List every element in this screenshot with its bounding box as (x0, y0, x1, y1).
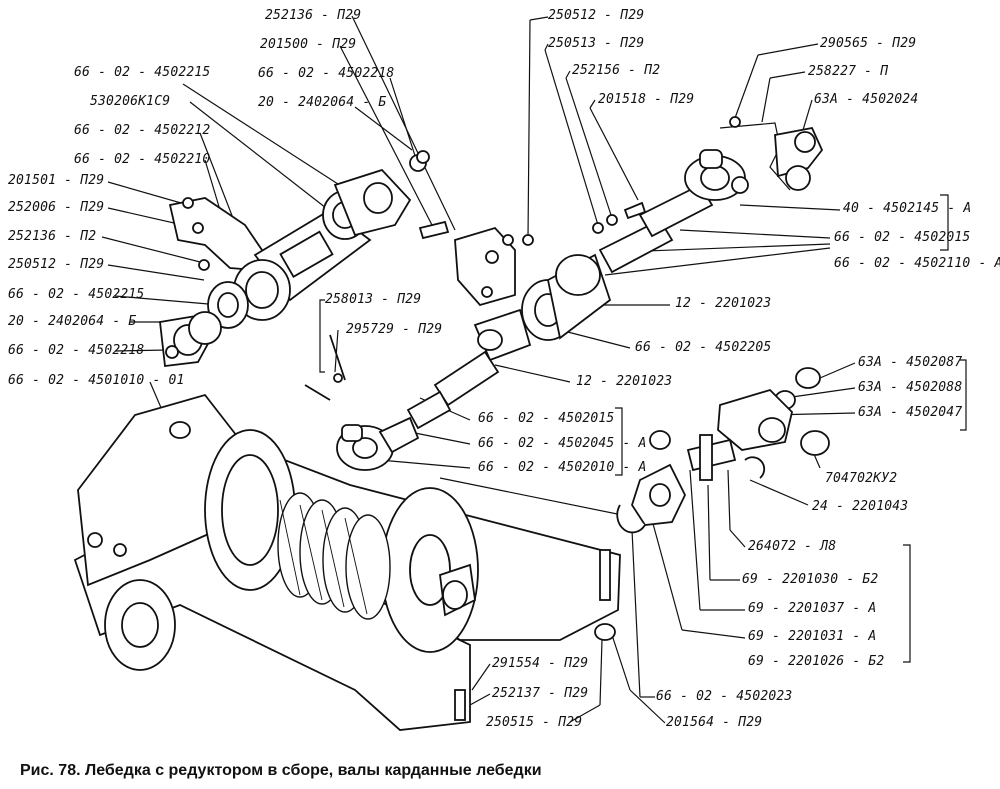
part-label: 40 - 4502145 - А (843, 201, 972, 216)
part-label: 66 - 02 - 4502218 (8, 343, 145, 358)
figure-caption: Рис. 78. Лебедка с редуктором в сборе, в… (20, 762, 542, 779)
part-label: 252136 - П2 (8, 229, 97, 244)
part-label: 66 - 02 - 4502212 (74, 123, 211, 138)
part-label: 252137 - П29 (492, 686, 589, 701)
part-label: 66 - 02 - 4502205 (635, 340, 772, 355)
part-label: 252136 - П29 (265, 8, 362, 23)
part-label: 66 - 02 - 4502218 (258, 66, 395, 81)
part-label: 66 - 02 - 4502215 (8, 287, 145, 302)
part-label: 291554 - П29 (492, 656, 589, 671)
part-label: 250515 - П29 (486, 715, 583, 730)
part-label: 201564 - П29 (666, 715, 763, 730)
part-label: 63А - 4502047 (858, 405, 963, 420)
part-label: 12 - 2201023 (576, 374, 673, 389)
part-label: 530206К1С9 (90, 94, 171, 109)
part-label: 66 - 02 - 4502110 - А (834, 256, 1000, 271)
part-label: 63А - 4502087 (858, 355, 963, 370)
part-label: 66 - 02 - 4502023 (656, 689, 793, 704)
part-label: 20 - 2402064 - Б (8, 314, 137, 329)
part-label: 704702КУ2 (825, 471, 898, 486)
part-label: 66 - 02 - 4502015 (834, 230, 971, 245)
part-label: 258013 - П29 (325, 292, 422, 307)
part-label: 12 - 2201023 (675, 296, 772, 311)
winch-assembly (73, 393, 621, 731)
part-label: 20 - 2402064 - Б (258, 95, 387, 110)
part-label: 201501 - П29 (8, 173, 105, 188)
part-label: 69 - 2201030 - Б2 (742, 572, 879, 587)
part-label: 252156 - П2 (572, 63, 661, 78)
lower-cardan-shaft (304, 334, 500, 471)
part-label: 66 - 02 - 4502010 - А (478, 460, 647, 475)
universal-joint-parts (616, 367, 830, 534)
part-label: 63А - 4502024 (814, 92, 919, 107)
part-label: 250512 - П29 (8, 257, 105, 272)
part-label: 66 - 02 - 4501010 - 01 (8, 373, 185, 388)
part-label: 66 - 02 - 4502015 (478, 411, 615, 426)
part-label: 201500 - П29 (260, 37, 357, 52)
part-label: 258227 - П (808, 64, 889, 79)
part-label: 66 - 02 - 4502045 - А (478, 436, 647, 451)
part-label: 264072 - Л8 (748, 539, 837, 554)
part-label: 250513 - П29 (548, 36, 645, 51)
part-label: 290565 - П29 (820, 36, 917, 51)
part-label: 69 - 2201037 - А (748, 601, 877, 616)
part-label: 63А - 4502088 (858, 380, 963, 395)
part-label: 66 - 02 - 4502210 (74, 152, 211, 167)
part-label: 252006 - П29 (8, 200, 105, 215)
part-label: 295729 - П29 (346, 322, 443, 337)
upper-cardan-shaft (454, 116, 824, 362)
reducer-assembly (159, 150, 450, 368)
part-label: 24 - 2201043 (812, 499, 909, 514)
part-label: 250512 - П29 (548, 8, 645, 23)
part-label: 66 - 02 - 4502215 (74, 65, 211, 80)
part-label: 69 - 2201026 - Б2 (748, 654, 885, 669)
part-label: 201518 - П29 (598, 92, 695, 107)
part-label: 69 - 2201031 - А (748, 629, 877, 644)
